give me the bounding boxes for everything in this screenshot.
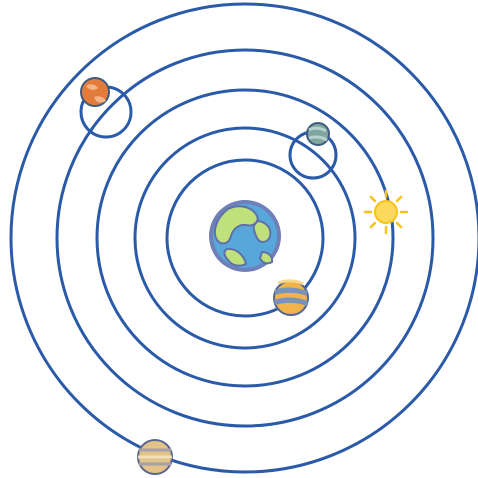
sun-icon (365, 191, 407, 233)
venus-icon (274, 281, 308, 315)
mars-icon (81, 78, 109, 106)
jupiter-icon (138, 440, 172, 474)
earth-icon (209, 200, 281, 272)
mercury-icon (307, 123, 329, 145)
